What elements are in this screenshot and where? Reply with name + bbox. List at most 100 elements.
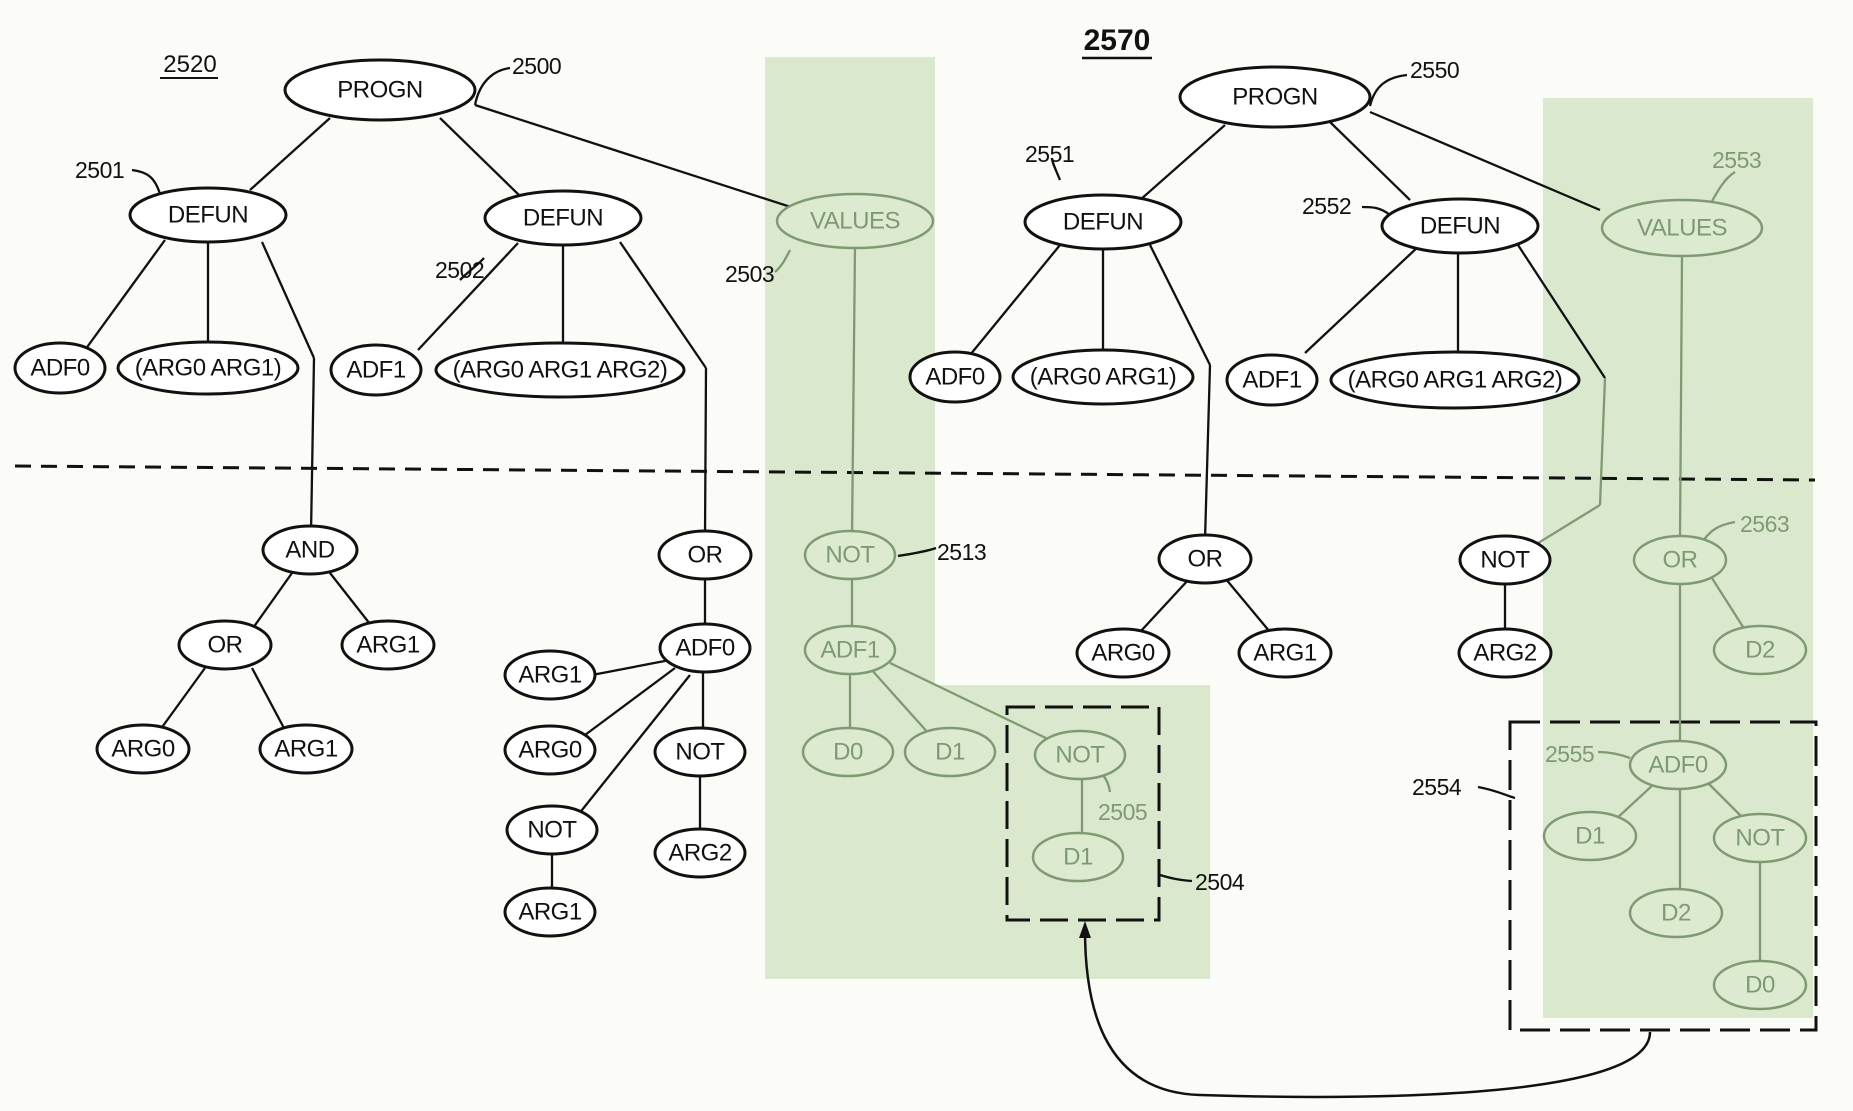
dashed-box-2504	[1005, 705, 1161, 922]
svg-text:D1: D1	[1063, 844, 1093, 871]
edges-right-tree	[969, 110, 1606, 633]
svg-text:ARG0: ARG0	[111, 736, 175, 763]
node-values: VALUES	[1600, 198, 1764, 258]
node-arg1: ARG1	[503, 886, 597, 938]
ref-2563: 2563	[1740, 511, 1789, 537]
svg-text:OR: OR	[1188, 546, 1223, 573]
node-progn: PROGN	[283, 58, 477, 122]
edges-left-tree	[84, 103, 801, 890]
node-adf0: ADF0	[658, 622, 752, 674]
ref-2504: 2504	[1195, 869, 1245, 895]
figure-label-center: 2570	[1084, 24, 1151, 57]
node-not: NOT	[653, 726, 747, 778]
ref-2552: 2552	[1302, 193, 1351, 219]
node-d0: D0	[1712, 959, 1808, 1011]
edges-left-highlight	[848, 245, 1084, 840]
svg-text:VALUES: VALUES	[1637, 215, 1727, 242]
node-d0: D0	[801, 726, 895, 778]
svg-text:ADF1: ADF1	[346, 357, 406, 384]
node-not: NOT	[1712, 812, 1808, 864]
node-arg-list: (ARG0 ARG1 ARG2)	[434, 341, 686, 399]
nodes-left-tree: PROGN DEFUN DEFUN VALUES ADF0 (ARG0 ARG1…	[13, 58, 1127, 938]
svg-text:NOT: NOT	[1055, 742, 1105, 769]
node-arg-list: (ARG0 ARG1)	[1011, 348, 1195, 406]
svg-text:ADF0: ADF0	[925, 364, 985, 391]
svg-text:ARG2: ARG2	[668, 840, 732, 867]
ref-2555: 2555	[1545, 741, 1594, 767]
dashed-box-2554	[1508, 720, 1818, 1032]
ref-2513: 2513	[937, 539, 986, 565]
svg-text:NOT: NOT	[527, 817, 577, 844]
node-defun: DEFUN	[483, 189, 643, 247]
svg-text:D1: D1	[935, 739, 965, 766]
svg-text:PROGN: PROGN	[337, 77, 423, 104]
svg-text:OR: OR	[688, 542, 723, 569]
svg-text:ARG2: ARG2	[1473, 640, 1537, 667]
node-not: NOT	[1458, 534, 1552, 586]
node-adf0: ADF0	[13, 341, 107, 395]
svg-text:ARG1: ARG1	[518, 899, 582, 926]
node-values: VALUES	[775, 192, 935, 250]
node-arg0: ARG0	[503, 724, 597, 776]
node-defun: DEFUN	[128, 186, 288, 244]
figure-label-left: 2520	[163, 51, 216, 78]
ref-2553: 2553	[1712, 147, 1761, 173]
svg-text:DEFUN: DEFUN	[168, 202, 248, 229]
svg-text:PROGN: PROGN	[1232, 84, 1318, 111]
svg-text:ADF0: ADF0	[675, 635, 735, 662]
branch-separator-line	[14, 464, 1816, 482]
svg-text:(ARG0 ARG1): (ARG0 ARG1)	[1030, 364, 1177, 391]
svg-text:ARG0: ARG0	[1091, 640, 1155, 667]
ref-2502: 2502	[435, 257, 484, 283]
svg-text:D2: D2	[1661, 900, 1691, 927]
node-or: OR	[657, 529, 753, 581]
svg-text:VALUES: VALUES	[810, 208, 900, 235]
svg-text:ADF0: ADF0	[30, 355, 90, 382]
node-d2: D2	[1628, 887, 1724, 939]
node-arg1: ARG1	[503, 649, 597, 701]
figure-labels: 2520 2570	[160, 24, 1152, 79]
node-arg1: ARG1	[1237, 627, 1333, 679]
ref-2551: 2551	[1025, 141, 1074, 167]
node-or: OR	[177, 619, 273, 671]
node-or: OR	[1632, 534, 1728, 586]
node-d2: D2	[1712, 624, 1808, 676]
reference-numerals: 2500 2501 2502 2503 2513 2505 2504 2550 …	[75, 53, 1790, 895]
svg-text:NOT: NOT	[825, 542, 875, 569]
svg-text:NOT: NOT	[675, 739, 725, 766]
svg-text:D1: D1	[1575, 823, 1605, 850]
node-arg0: ARG0	[1075, 627, 1171, 679]
crossover-arrowhead	[1079, 921, 1091, 938]
node-and: AND	[261, 524, 359, 576]
node-or: OR	[1157, 533, 1253, 585]
svg-text:OR: OR	[208, 632, 243, 659]
node-not: NOT	[505, 804, 599, 856]
ref-2554: 2554	[1412, 774, 1462, 800]
svg-text:OR: OR	[1663, 547, 1698, 574]
node-progn: PROGN	[1178, 65, 1372, 129]
svg-text:D0: D0	[833, 739, 863, 766]
node-adf0: ADF0	[1628, 739, 1728, 791]
node-d1: D1	[1031, 831, 1125, 883]
svg-text:ARG1: ARG1	[356, 632, 420, 659]
node-arg1: ARG1	[340, 619, 436, 671]
node-defun: DEFUN	[1023, 193, 1183, 251]
svg-text:ADF1: ADF1	[820, 637, 880, 664]
svg-text:D0: D0	[1745, 972, 1775, 999]
ref-2505: 2505	[1098, 799, 1147, 825]
svg-text:ADF0: ADF0	[1648, 752, 1708, 779]
node-d1: D1	[1542, 810, 1638, 862]
svg-text:DEFUN: DEFUN	[523, 205, 603, 232]
node-not: NOT	[1033, 729, 1127, 781]
node-arg-list: (ARG0 ARG1 ARG2)	[1329, 350, 1581, 410]
node-arg2: ARG2	[653, 827, 747, 879]
node-d1: D1	[903, 726, 997, 778]
node-adf1: ADF1	[1225, 353, 1319, 407]
svg-text:DEFUN: DEFUN	[1063, 209, 1143, 236]
svg-text:NOT: NOT	[1480, 547, 1530, 574]
ref-2500: 2500	[512, 53, 561, 79]
svg-text:AND: AND	[285, 537, 334, 564]
node-arg2: ARG2	[1457, 627, 1553, 679]
nodes-right-tree: PROGN DEFUN DEFUN VALUES ADF0 (ARG0 ARG1…	[908, 65, 1808, 1011]
node-arg0: ARG0	[95, 723, 191, 775]
